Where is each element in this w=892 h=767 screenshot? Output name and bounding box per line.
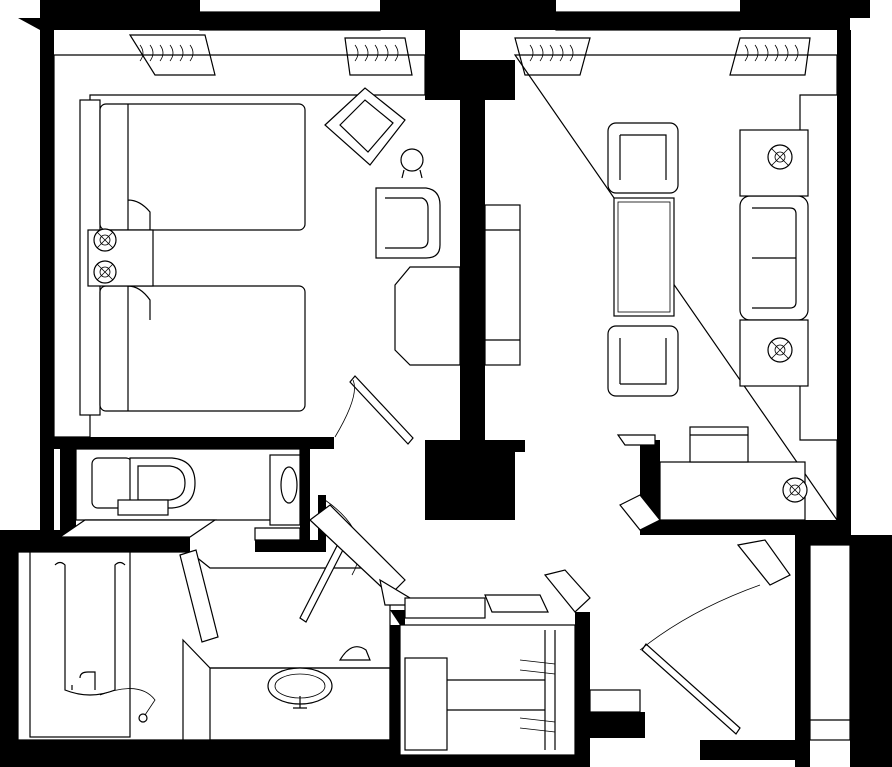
sofa-icon bbox=[739, 195, 809, 321]
wc bbox=[58, 448, 301, 541]
door-swing-icon bbox=[334, 375, 414, 445]
bed-icon bbox=[99, 285, 306, 412]
hallway bbox=[309, 504, 591, 619]
sink-icon bbox=[267, 667, 333, 709]
tv-cabinet bbox=[484, 204, 521, 366]
windows bbox=[128, 11, 811, 76]
closet-bottom-wall bbox=[585, 712, 645, 738]
lamp-icon bbox=[782, 477, 808, 503]
lamp-icon bbox=[767, 144, 793, 170]
wc-left-wall bbox=[60, 449, 76, 544]
lamp-icon bbox=[767, 337, 793, 363]
living-room bbox=[513, 54, 838, 531]
bathroom bbox=[17, 499, 391, 741]
armchair-icon bbox=[607, 325, 679, 397]
armchair-icon bbox=[375, 187, 441, 259]
hall-wall-lower bbox=[255, 540, 325, 552]
desk-nook-wall bbox=[640, 440, 840, 535]
curtain-icon bbox=[729, 37, 811, 76]
shower-door bbox=[179, 549, 219, 643]
partition-cap bbox=[485, 440, 525, 452]
side-table bbox=[400, 148, 424, 172]
door-swing-icon bbox=[639, 584, 761, 735]
bathtub-icon bbox=[29, 551, 156, 738]
curtain-icon bbox=[344, 37, 413, 76]
bed-icon bbox=[99, 103, 306, 231]
coffee-table-icon bbox=[613, 197, 675, 317]
bathroom-walls bbox=[0, 530, 400, 767]
entry bbox=[589, 539, 851, 741]
window-bedroom bbox=[199, 11, 381, 31]
closet-icon bbox=[399, 624, 576, 756]
wc-right-wall bbox=[300, 449, 310, 544]
left-wall bbox=[40, 30, 54, 550]
desk-icon bbox=[394, 266, 461, 366]
lamp-icon bbox=[93, 228, 117, 252]
sink-icon bbox=[269, 454, 301, 526]
window-living bbox=[555, 11, 741, 31]
armchair-icon bbox=[607, 122, 679, 194]
toilet-icon bbox=[91, 457, 196, 516]
center-pillar bbox=[425, 440, 515, 520]
right-wall bbox=[837, 30, 851, 535]
bedroom bbox=[53, 54, 521, 445]
lamp-icon bbox=[93, 260, 117, 284]
armchair-icon bbox=[324, 87, 406, 166]
entry-bottom-wall bbox=[700, 740, 810, 760]
bedroom-bottom-wall bbox=[54, 437, 334, 449]
desk-icon bbox=[659, 426, 806, 521]
center-partition-wall bbox=[425, 0, 515, 440]
entry-wall bbox=[795, 535, 892, 767]
bath-top-wall bbox=[60, 536, 190, 552]
